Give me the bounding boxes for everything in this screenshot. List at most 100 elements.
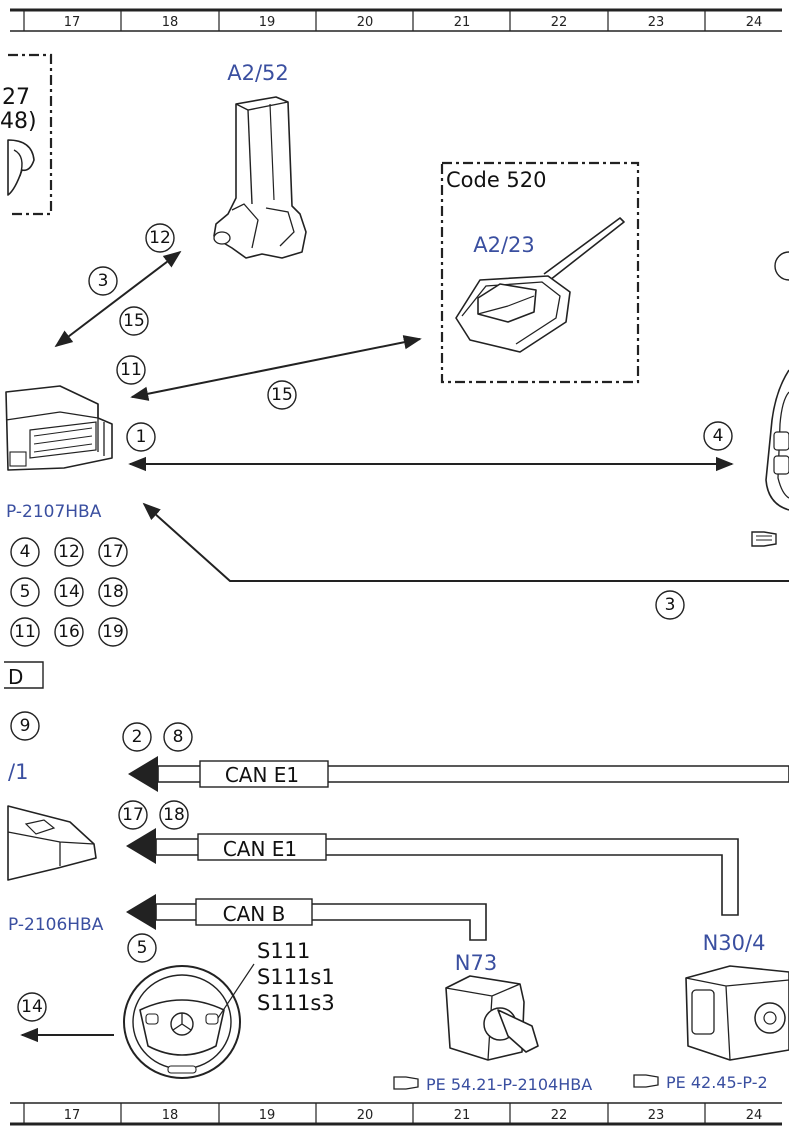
svg-text:15: 15 bbox=[123, 311, 145, 331]
pointing-hand-icon-n30 bbox=[633, 1074, 659, 1088]
grid-col-18: 18 bbox=[162, 15, 179, 30]
callout-grid-19: 19 bbox=[98, 617, 128, 647]
can-bus-3-label: CAN B bbox=[223, 902, 286, 926]
bottom-grid-bar: 17 18 19 20 21 22 23 24 bbox=[10, 1102, 782, 1126]
right-partial-component bbox=[765, 251, 789, 511]
s111s1-button-icon bbox=[145, 1013, 159, 1025]
svg-text:5: 5 bbox=[20, 582, 31, 602]
callout-17: 17 bbox=[118, 800, 148, 830]
callout-2: 2 bbox=[122, 722, 152, 752]
callout-15-mid: 15 bbox=[267, 380, 297, 410]
svg-text:17: 17 bbox=[122, 805, 144, 825]
svg-text:12: 12 bbox=[149, 228, 171, 248]
svg-text:8: 8 bbox=[173, 727, 184, 747]
left-partial-box: D bbox=[4, 661, 44, 689]
top-left-partial-component: 27 48) bbox=[0, 53, 53, 216]
svg-text:18: 18 bbox=[163, 805, 185, 825]
left-control-unit-top: P-2107HBA bbox=[5, 385, 113, 522]
svg-text:11: 11 bbox=[14, 622, 36, 642]
can-bus-1: CAN E1 bbox=[128, 756, 789, 792]
callout-14: 14 bbox=[17, 992, 47, 1022]
grid-col-17-bottom: 17 bbox=[64, 1108, 81, 1123]
a2-23-label: A2/23 bbox=[473, 233, 535, 257]
svg-text:15: 15 bbox=[271, 385, 293, 405]
pointing-hand-icon-n73 bbox=[393, 1076, 419, 1090]
grid-col-23-bottom: 23 bbox=[648, 1108, 665, 1123]
callout-3-top: 3 bbox=[88, 266, 118, 296]
callout-3-mid: 3 bbox=[655, 590, 685, 620]
grid-col-22: 22 bbox=[551, 15, 568, 30]
can-bus-2-label: CAN E1 bbox=[223, 837, 297, 861]
arrow-return-link bbox=[142, 502, 789, 582]
can-bus-2: CAN E1 bbox=[126, 828, 739, 916]
callout-9: 9 bbox=[10, 711, 40, 741]
grid-col-21: 21 bbox=[454, 15, 471, 30]
callout-grid-14: 14 bbox=[54, 577, 84, 607]
a2-52-component: A2/52 bbox=[213, 61, 307, 259]
callout-grid-12: 12 bbox=[54, 537, 84, 567]
svg-text:1: 1 bbox=[136, 427, 147, 447]
grid-col-20: 20 bbox=[357, 15, 374, 30]
grid-col-18-bottom: 18 bbox=[162, 1108, 179, 1123]
grid-col-23: 23 bbox=[648, 15, 665, 30]
callout-5: 5 bbox=[127, 933, 157, 963]
callout-8: 8 bbox=[163, 722, 193, 752]
partial-part-icon bbox=[7, 139, 35, 196]
svg-text:14: 14 bbox=[58, 582, 80, 602]
callout-18: 18 bbox=[159, 800, 189, 830]
arrow-a2-23-link bbox=[130, 335, 422, 401]
left-ref-2: P-2106HBA bbox=[8, 915, 104, 935]
partial-label-2: 48) bbox=[0, 109, 37, 134]
svg-text:14: 14 bbox=[21, 997, 43, 1017]
grid-col-19-bottom: 19 bbox=[259, 1108, 276, 1123]
code-520-box: Code 520 A2/23 bbox=[440, 161, 640, 384]
pointing-hand-icon bbox=[751, 531, 777, 547]
partial-label-1: 27 bbox=[2, 85, 30, 110]
a2-52-antenna-icon bbox=[213, 96, 307, 259]
callout-grid-11: 11 bbox=[10, 617, 40, 647]
callout-grid-18: 18 bbox=[98, 577, 128, 607]
grid-col-22-bottom: 22 bbox=[551, 1108, 568, 1123]
svg-text:19: 19 bbox=[102, 622, 124, 642]
n73-component: N73 PE 54.21-P-2104HBA bbox=[393, 951, 592, 1094]
left-control-unit-bottom: P-2106HBA bbox=[7, 805, 104, 935]
callout-grid-17: 17 bbox=[98, 537, 128, 567]
svg-text:9: 9 bbox=[20, 716, 31, 736]
top-grid-bar: 17 18 19 20 21 22 23 24 bbox=[10, 8, 782, 32]
grid-col-19: 19 bbox=[259, 15, 276, 30]
left-box-label: D bbox=[8, 665, 23, 689]
signal-arrows bbox=[20, 250, 789, 1043]
grid-col-20-bottom: 20 bbox=[357, 1108, 374, 1123]
svg-text:5: 5 bbox=[137, 938, 148, 958]
a2-52-label: A2/52 bbox=[227, 61, 289, 85]
svg-text:3: 3 bbox=[665, 595, 676, 615]
grid-col-21-bottom: 21 bbox=[454, 1108, 471, 1123]
code-520-label: Code 520 bbox=[446, 168, 547, 192]
callout-grid-16: 16 bbox=[54, 617, 84, 647]
svg-text:11: 11 bbox=[120, 360, 142, 380]
svg-text:17: 17 bbox=[102, 542, 124, 562]
grid-col-24-bottom: 24 bbox=[746, 1108, 763, 1123]
grid-col-17: 17 bbox=[64, 15, 81, 30]
n30-4-component: N30/4 PE 42.45-P-2 bbox=[633, 931, 789, 1092]
svg-text:4: 4 bbox=[20, 542, 31, 562]
svg-text:4: 4 bbox=[713, 426, 724, 446]
a2-23-antenna-icon bbox=[455, 217, 625, 353]
svg-text:3: 3 bbox=[98, 271, 109, 291]
s111-label: S111 bbox=[257, 939, 310, 963]
n73-key-icon bbox=[497, 1009, 539, 1053]
n73-label: N73 bbox=[455, 951, 497, 975]
n30-4-label: N30/4 bbox=[703, 931, 766, 955]
n30-4-ref: PE 42.45-P-2 bbox=[666, 1073, 768, 1092]
can-bus-1-label: CAN E1 bbox=[225, 763, 299, 787]
s111s3-button-icon bbox=[205, 1013, 219, 1025]
svg-text:18: 18 bbox=[102, 582, 124, 602]
callout-grid-4: 4 bbox=[10, 537, 40, 567]
left-ref-1: P-2107HBA bbox=[6, 502, 102, 522]
left-label-partial: /1 bbox=[8, 760, 28, 784]
svg-text:2: 2 bbox=[132, 727, 143, 747]
svg-text:12: 12 bbox=[58, 542, 80, 562]
n73-ref: PE 54.21-P-2104HBA bbox=[426, 1075, 592, 1094]
callout-4-right: 4 bbox=[703, 421, 733, 451]
